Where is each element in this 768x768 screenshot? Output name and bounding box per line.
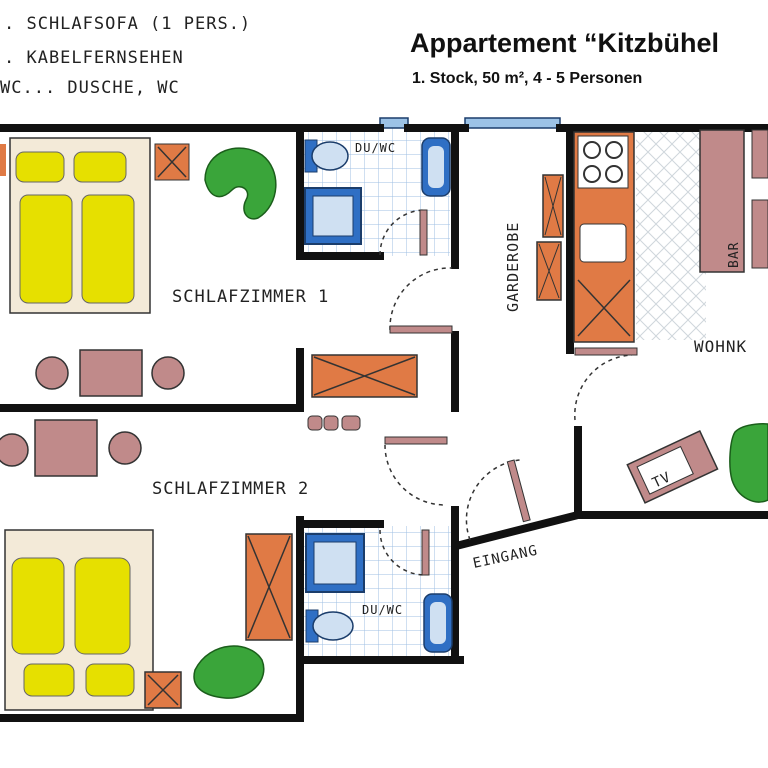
label-bath2: DU/WC	[362, 603, 403, 617]
burner-1	[583, 141, 601, 159]
burner-3	[583, 165, 601, 183]
shower-bath1-inner	[312, 195, 354, 237]
nightstand-edge	[0, 144, 6, 176]
toilet-bath1	[311, 141, 349, 171]
wardrobe-bedroom2-cross	[247, 535, 291, 639]
label-bedroom1: SCHLAFZIMMER 1	[172, 287, 329, 307]
kitchen-sink	[579, 223, 627, 263]
garderobe-cabinet-1-cross	[544, 176, 562, 236]
nightstand-2-cross	[147, 674, 179, 706]
label-entrance: EINGANG	[472, 543, 540, 572]
wall-entrance	[455, 510, 583, 550]
window-bath1	[379, 117, 409, 129]
note-sofa: . SCHLAFSOFA (1 PERS.)	[4, 14, 252, 34]
door-bath1	[419, 209, 428, 256]
hanger-2	[323, 415, 339, 431]
toilet-bath2	[312, 611, 354, 641]
kitchen-cabinet-cross	[577, 279, 631, 337]
bed2-pillow-left	[23, 663, 75, 697]
label-wardrobe: GARDEROBE	[504, 222, 522, 312]
door-arc-bath2	[379, 529, 426, 576]
label-bedroom2: SCHLAFZIMMER 2	[152, 479, 309, 499]
bar-stool-2	[751, 199, 768, 269]
hanger-3	[341, 415, 361, 431]
bed1-mattress-right	[81, 194, 135, 304]
page-subtitle: 1. Stock, 50 m², 4 - 5 Personen	[412, 70, 643, 87]
bed1-mattress-left	[19, 194, 73, 304]
bed1-pillow-right	[73, 151, 127, 183]
armchair-bedroom1	[204, 147, 277, 220]
window-hall	[464, 117, 561, 129]
shower-bath2-inner	[313, 541, 357, 585]
door-bedroom2	[384, 436, 448, 445]
bed2-mattress-right	[74, 557, 131, 655]
bar-stool-1	[751, 129, 768, 179]
door-arc-living	[574, 354, 633, 421]
door-arc-bedroom1	[389, 267, 453, 331]
bed2-mattress-left	[11, 557, 65, 655]
bar-counter	[699, 129, 745, 273]
label-bath1: DU/WC	[355, 141, 396, 155]
table-bedroom2	[34, 419, 98, 477]
chair-bedroom1-right	[151, 356, 185, 390]
hanger-1	[307, 415, 323, 431]
note-bath: WC... DUSCHE, WC	[0, 78, 180, 98]
door-arc-bath1	[379, 209, 426, 256]
tv-unit	[626, 429, 719, 504]
sink-bath1-bowl	[428, 146, 444, 188]
door-bedroom1	[389, 325, 453, 334]
wardrobe-bedroom1-cross	[313, 356, 416, 396]
label-tv: TV	[650, 469, 674, 491]
table-bedroom1	[79, 349, 143, 397]
nightstand-1-cross	[157, 146, 187, 178]
armchair-living	[729, 423, 768, 503]
chair-bedroom1-left	[35, 356, 69, 390]
door-bath2	[421, 529, 430, 576]
label-living: WOHNK	[694, 337, 747, 356]
bed1-pillow-left	[15, 151, 65, 183]
chair-bedroom2-right	[108, 431, 142, 465]
note-cable-tv: . KABELFERNSEHEN	[4, 48, 184, 68]
kitchen-floor	[636, 130, 706, 340]
burner-2	[605, 141, 623, 159]
door-arc-bedroom2	[384, 444, 446, 506]
sink-bath2-bowl	[430, 602, 446, 644]
door-entrance	[506, 459, 531, 523]
bed2-pillow-right	[85, 663, 135, 697]
label-bar: BAR	[727, 242, 742, 268]
armchair-bedroom2	[193, 645, 265, 699]
chair-bedroom2-left	[0, 433, 29, 467]
page-title: Appartement “Kitzbühel	[410, 28, 720, 58]
garderobe-cabinet-2-cross	[538, 243, 560, 299]
door-living	[574, 347, 638, 356]
burner-4	[605, 165, 623, 183]
